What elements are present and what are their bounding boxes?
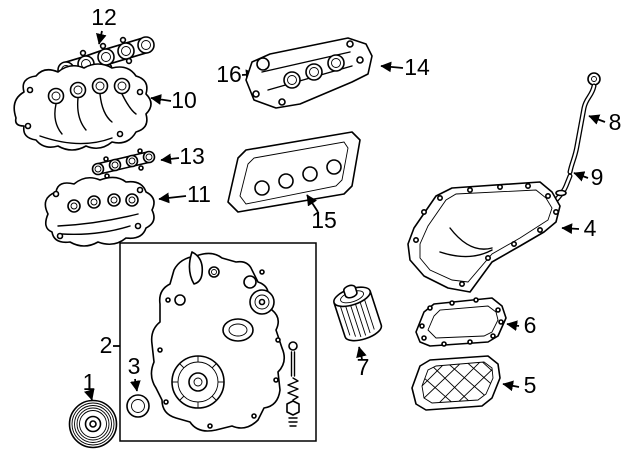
callout-9: 9 (591, 164, 604, 190)
callout-arrow-15 (306, 194, 319, 213)
part-8-dipstick (567, 72, 601, 175)
callout-arrow-12 (96, 30, 107, 45)
callout-arrow-7 (356, 346, 367, 360)
callout-arrow-4 (561, 223, 580, 234)
callout-8: 8 (609, 109, 622, 135)
callout-6: 6 (524, 312, 537, 338)
callout-arrow-3 (130, 378, 141, 392)
callout-arrow-10 (150, 94, 172, 105)
callout-arrow-13 (160, 153, 180, 165)
callout-arrow-1 (84, 388, 95, 401)
callout-10: 10 (171, 87, 197, 113)
callout-12: 12 (91, 4, 117, 30)
callout-arrow-6 (506, 320, 520, 331)
part-13-gasket (91, 148, 156, 179)
part-7-oil-filter (333, 284, 383, 342)
callout-7: 7 (357, 354, 370, 380)
callout-5: 5 (524, 372, 537, 398)
callout-11: 11 (187, 181, 211, 207)
part-11-lower-manifold (44, 176, 155, 247)
part-6-oil-pan-gasket (415, 297, 507, 347)
callout-15: 15 (311, 207, 337, 233)
part-15-valve-cover-gasket (227, 131, 361, 213)
part-1-crankshaft-pulley (68, 399, 118, 449)
callout-arrow-11 (158, 192, 187, 204)
callout-arrow-5 (502, 380, 520, 392)
callout-3: 3 (128, 353, 141, 379)
callout-13: 13 (179, 143, 205, 169)
part-3-crankshaft-seal (126, 394, 150, 418)
callout-arrow-9 (573, 171, 589, 182)
detail-box-outline (119, 242, 317, 442)
part-14-valve-cover (245, 37, 373, 109)
part-2-timing-cover (150, 251, 300, 432)
callout-14: 14 (404, 54, 430, 80)
chain-guide (188, 251, 204, 285)
callout-16: 16 (216, 61, 242, 87)
callout-1: 1 (83, 369, 96, 395)
callout-4: 4 (584, 215, 597, 241)
part-5-oil-pan-lower (411, 355, 501, 411)
part-4-oil-pan-upper (407, 181, 561, 293)
tensioner-bolt-assembly (286, 341, 300, 427)
part-10-intake-manifold (13, 63, 152, 151)
callout-arrow-8 (588, 114, 606, 125)
callout-2: 2 (100, 332, 113, 358)
callout-arrow-14 (380, 61, 404, 73)
